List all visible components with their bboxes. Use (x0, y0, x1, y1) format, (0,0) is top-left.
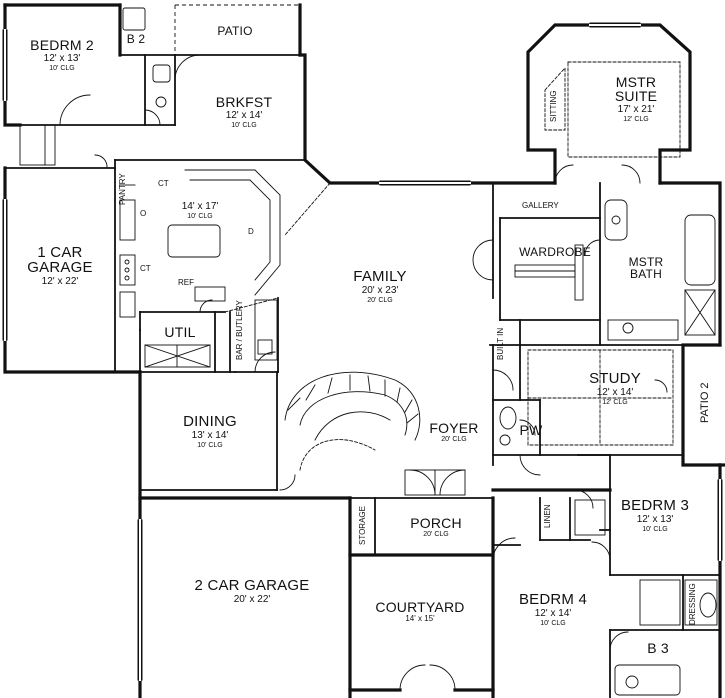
room-dims: 12' x 14' (534, 608, 572, 619)
room-dressing: DRESSING (688, 583, 697, 625)
room-dims: 14' x 17' (181, 201, 219, 212)
room-foyer: FOYER 20' CLG (429, 421, 478, 443)
room-dims: 12' x 14' (596, 387, 634, 398)
room-bedrm4: BEDRM 4 12' x 14' 10' CLG (519, 592, 587, 627)
room-bedrm3: BEDRM 3 12' x 13' 10' CLG (621, 498, 689, 533)
room-name: PW (519, 422, 543, 438)
room-ceiling: 10' CLG (49, 65, 75, 72)
room-sitting: SITTING (549, 90, 558, 122)
room-b2: B 2 (127, 33, 146, 45)
patio-outline (174, 4, 300, 55)
room-brkfst: BRKFST 12' x 14' 10' CLG (216, 95, 272, 129)
room-name: WARDROBE (519, 245, 591, 259)
room-dims: 14' x 15' (405, 614, 435, 623)
kitchen-oven-mark: O (140, 209, 147, 218)
room-gallery: GALLERY (522, 201, 559, 210)
room-linen: LINEN (543, 504, 552, 528)
windows (2, 22, 723, 681)
room-bedrm2: BEDRM 2 12' x 13' 10' CLG (30, 38, 94, 72)
fixture-lines (19, 7, 718, 696)
room-name: BEDRM 3 (620, 497, 690, 514)
room-name-line2: GARAGE (27, 259, 93, 276)
room-name: B 3 (647, 640, 669, 656)
room-name: UTIL (164, 324, 196, 340)
room-name-line2: SUITE (614, 88, 658, 104)
room-ceiling: 12' CLG (623, 116, 649, 123)
room-ceiling: 10' CLG (642, 526, 668, 533)
room-ceiling: 10' CLG (231, 122, 257, 129)
kitchen-dishwasher-mark: D (248, 227, 254, 236)
room-ceiling: 10' CLG (540, 620, 566, 627)
room-patio2: PATIO 2 (699, 382, 711, 423)
room-patio: PATIO (217, 25, 252, 37)
room-dims: 12' x 22' (41, 276, 79, 287)
room-dims: 12' x 13' (636, 514, 674, 525)
room-name: BEDRM 4 (518, 591, 588, 608)
kitchen-ct-mark: CT (158, 179, 169, 188)
room-mstr-bath: MSTR BATH (629, 256, 664, 280)
room-dims: 20' x 22' (233, 594, 271, 605)
room-porch: PORCH 20' CLG (410, 516, 462, 538)
room-name: PORCH (410, 515, 462, 531)
room-ceiling: 12' CLG (602, 399, 628, 406)
room-b3: B 3 (647, 641, 669, 655)
room-util: UTIL (164, 325, 195, 339)
room-name: PATIO (217, 24, 253, 38)
room-ceiling: 20' CLG (441, 436, 467, 443)
room-name: B 2 (126, 32, 146, 46)
room-name-line2: BATH (630, 267, 662, 281)
room-ceiling: 20' CLG (423, 531, 449, 538)
room-dims: 12' x 13' (43, 53, 81, 64)
room-name: BRKFST (215, 94, 273, 110)
room-garage1: 1 CAR GARAGE 12' x 22' (27, 245, 92, 287)
room-ceiling: 20' CLG (367, 297, 393, 304)
kitchen-pantry: PANTRY (118, 173, 127, 205)
room-garage2: 2 CAR GARAGE 20' x 22' (195, 578, 310, 605)
room-wardrobe: WARDROBE (519, 246, 591, 258)
kitchen-ref-mark: REF (178, 278, 194, 287)
interior-walls (4, 54, 721, 698)
room-name: FOYER (429, 420, 479, 436)
room-name: COURTYARD (375, 599, 465, 615)
room-bar-butlery: BAR / BUTLERY (235, 300, 244, 360)
room-ceiling: 10' CLG (197, 442, 223, 449)
room-built-in: BUILT IN (496, 327, 505, 360)
room-name: 2 CAR GARAGE (194, 577, 310, 594)
room-pw: PW (520, 423, 543, 437)
room-dims: 20' x 23' (361, 285, 399, 296)
room-dining: DINING 13' x 14' 10' CLG (183, 414, 237, 449)
room-ceiling: 10' CLG (187, 213, 213, 220)
room-name-line1: MSTR (615, 74, 657, 90)
room-dims: 13' x 14' (191, 430, 229, 441)
room-name-line1: MSTR (628, 255, 664, 269)
room-name: STUDY (589, 370, 641, 387)
room-kitchen: 14' x 17' 10' CLG (181, 200, 219, 221)
room-courtyard: COURTYARD 14' x 15' (375, 600, 464, 623)
room-name: FAMILY (353, 268, 407, 285)
room-name-line1: 1 CAR (37, 244, 83, 261)
room-mstr-suite: MSTR SUITE 17' x 21' 12' CLG (615, 75, 657, 123)
room-family: FAMILY 20' x 23' 20' CLG (353, 269, 406, 304)
room-study: STUDY 12' x 14' 12' CLG (589, 371, 641, 406)
room-storage: STORAGE (358, 506, 367, 545)
kitchen-cooktop-mark: CT (140, 264, 151, 273)
room-dims: 12' x 14' (225, 110, 263, 121)
room-name: DINING (183, 413, 237, 430)
room-name: BEDRM 2 (30, 37, 94, 53)
room-dims: 17' x 21' (617, 104, 655, 115)
